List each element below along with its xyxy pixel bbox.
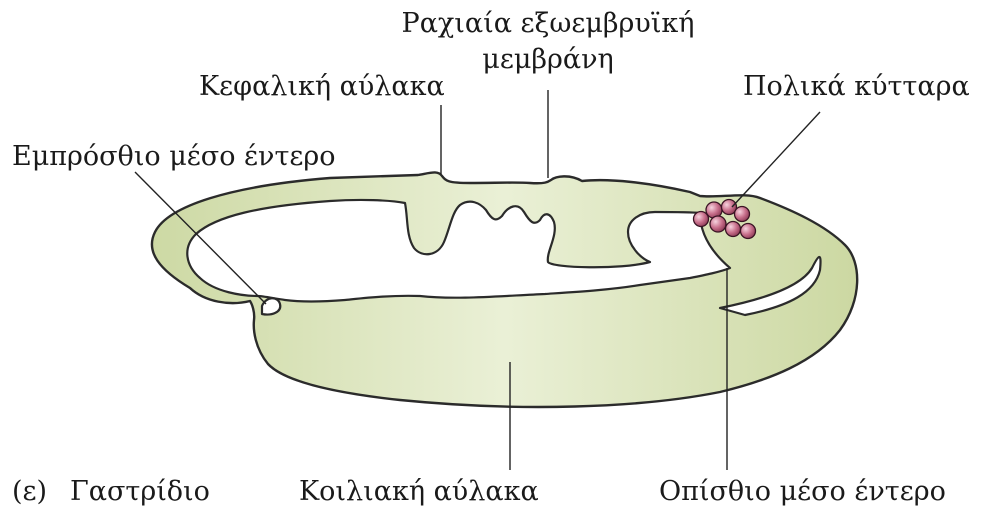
label-polar-cells: Πολικά κύτταρα: [743, 71, 970, 102]
label-anterior-midgut: Εμπρόσθιο μέσο έντερο: [12, 141, 336, 172]
panel-title: Γαστρίδιο: [70, 476, 210, 507]
polar-cell: [726, 222, 741, 237]
label-ventral-furrow: Κοιλιακή αύλακα: [299, 476, 539, 507]
leader-polar-cells: [732, 112, 820, 207]
label-head-fold: Κεφαλική αύλακα: [199, 71, 445, 102]
panel-letter: (ε): [12, 476, 47, 507]
polar-cell: [735, 207, 750, 222]
label-dorsal-membrane-line1: Ραχιαία εξωεμβρυϊκή: [402, 8, 695, 39]
polar-cell: [694, 212, 709, 227]
polar-cell: [710, 216, 726, 232]
label-posterior-midgut: Οπίσθιο μέσο έντερο: [659, 476, 946, 507]
label-dorsal-membrane-line2: μεμβράνη: [482, 44, 613, 75]
polar-cell: [741, 224, 756, 239]
anterior-midgut-notch: [262, 298, 280, 314]
